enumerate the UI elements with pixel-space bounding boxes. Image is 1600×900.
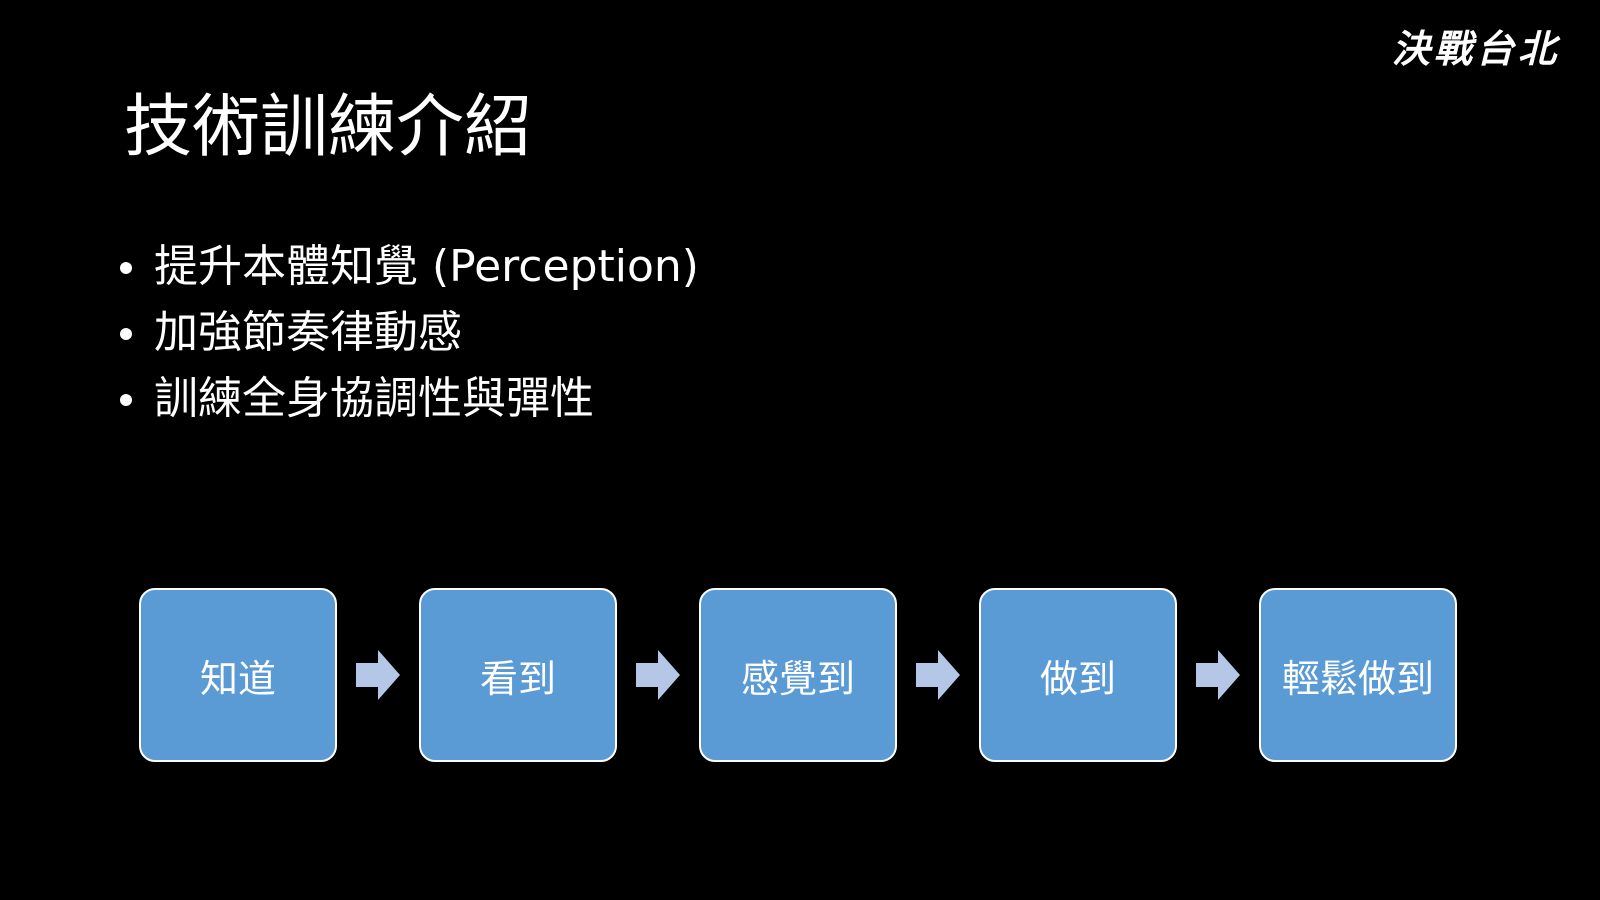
bullet-dot-icon [120,262,132,274]
arrow-right-icon [337,588,419,762]
bullet-item: 提升本體知覺 (Perception) [118,234,699,300]
bullet-dot-icon [120,328,132,340]
bullet-list: 提升本體知覺 (Perception) 加強節奏律動感 訓練全身協調性與彈性 [118,234,699,432]
process-flow: 知道 看到 感覺到 做到 輕鬆做到 [139,588,1457,762]
slide-title: 技術訓練介紹 [124,88,533,167]
bullet-item: 訓練全身協調性與彈性 [118,366,699,432]
arrow-right-icon [897,588,979,762]
bullet-item: 加強節奏律動感 [118,300,699,366]
arrow-right-icon [1177,588,1259,762]
arrow-right-icon [617,588,699,762]
flow-step-see: 看到 [419,588,617,762]
flow-step-do-easily: 輕鬆做到 [1259,588,1457,762]
flow-step-do: 做到 [979,588,1177,762]
flow-step-feel: 感覺到 [699,588,897,762]
bullet-text: 提升本體知覺 (Perception) [154,241,699,292]
bullet-text: 訓練全身協調性與彈性 [154,373,594,424]
flow-step-know: 知道 [139,588,337,762]
bullet-dot-icon [120,394,132,406]
brand-logo: 決戰台北 [1391,26,1560,71]
bullet-text: 加強節奏律動感 [154,307,462,358]
